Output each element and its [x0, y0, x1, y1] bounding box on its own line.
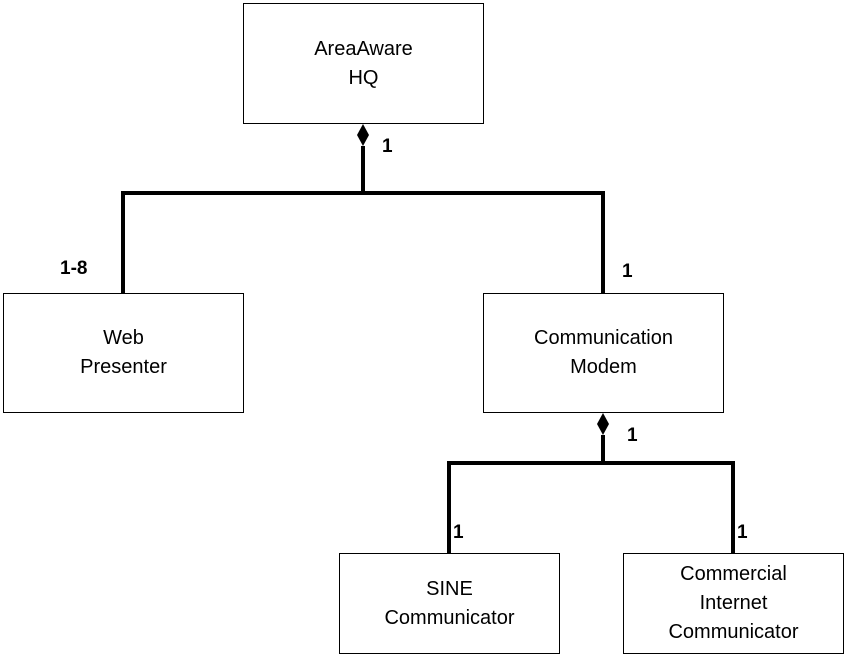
class-name-line: Presenter	[80, 356, 167, 378]
multiplicity-sine: 1	[453, 522, 464, 543]
class-name: Web Presenter	[80, 324, 167, 382]
class-name-line: Communicator	[384, 606, 515, 629]
class-name: Communication Modem	[534, 324, 673, 382]
class-name-line: SINE	[426, 577, 473, 600]
class-name-line: Internet	[699, 592, 768, 614]
class-name-line: HQ	[348, 66, 379, 89]
class-name-line: Communicator	[668, 621, 799, 643]
class-name-line: Modem	[570, 356, 637, 378]
class-box-commercial-internet-communicator[interactable]: Commercial Internet Communicator	[623, 553, 844, 654]
class-name: AreaAware HQ	[314, 35, 413, 93]
class-box-web-presenter[interactable]: Web Presenter	[3, 293, 244, 413]
class-name: Commercial Internet Communicator	[668, 560, 798, 647]
class-box-areaaware-hq[interactable]: AreaAware HQ	[243, 3, 484, 124]
class-name: SINE Communicator	[384, 575, 514, 633]
class-name-line: AreaAware	[314, 37, 413, 60]
multiplicity-comm-modem-end: 1	[622, 261, 633, 282]
class-box-sine-communicator[interactable]: SINE Communicator	[339, 553, 560, 654]
class-name-line: Web	[103, 327, 144, 349]
class-box-communication-modem[interactable]: Communication Modem	[483, 293, 724, 413]
class-name-line: Commercial	[680, 563, 787, 585]
multiplicity-hq: 1	[382, 136, 393, 157]
multiplicity-commercial: 1	[737, 522, 748, 543]
class-name-line: Communication	[534, 327, 673, 349]
composition-diamond-hq	[357, 124, 369, 146]
multiplicity-web-presenter: 1-8	[60, 258, 88, 279]
multiplicity-comm-modem-side: 1	[627, 425, 638, 446]
composition-diamond-modem	[597, 413, 609, 435]
